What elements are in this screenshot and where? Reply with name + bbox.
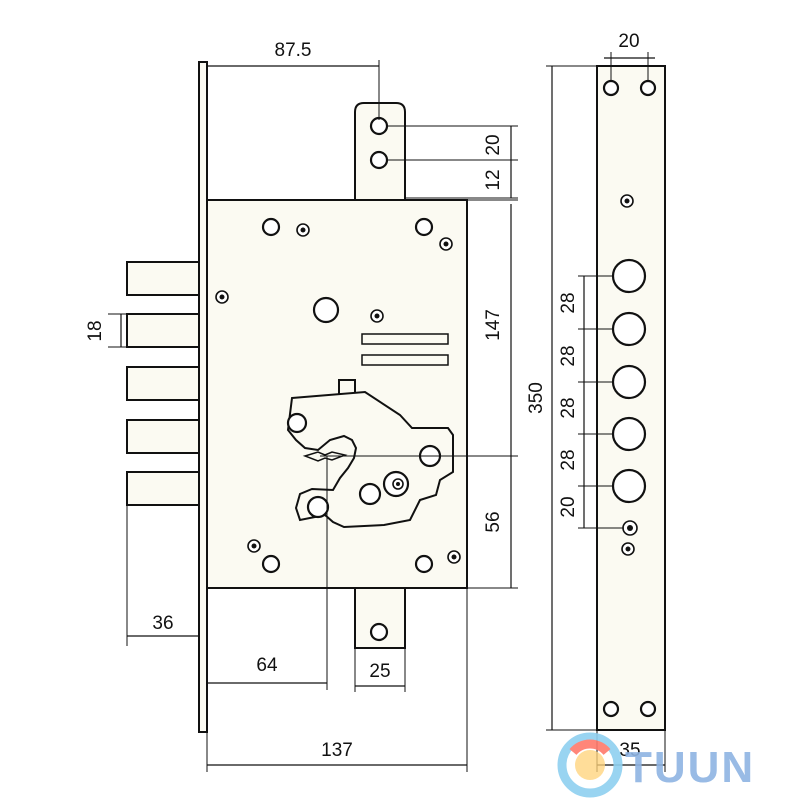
dim-147: 147 xyxy=(483,309,504,341)
top-rod-hole-1 xyxy=(369,116,389,136)
dim-56: 56 xyxy=(483,511,504,532)
strike-plate xyxy=(596,65,666,731)
deadbolt-4 xyxy=(126,419,200,454)
deadbolt-3 xyxy=(126,366,200,401)
logo-ring-icon xyxy=(557,732,623,798)
dim-18: 18 xyxy=(85,320,106,341)
dimension-labels: 87.5 20 12 18 147 56 350 28 28 28 28 20 … xyxy=(85,31,641,761)
tuun-watermark: TUUN xyxy=(557,732,755,798)
dim-35: 35 xyxy=(619,740,640,761)
dim-28-2: 28 xyxy=(558,345,579,366)
deadbolts xyxy=(126,261,200,506)
bottom-rod-connector xyxy=(354,587,406,649)
case-slots xyxy=(361,333,449,366)
lock-mechanism xyxy=(286,379,454,529)
dim-20-top-rod: 20 xyxy=(483,134,504,155)
bottom-rod-hole xyxy=(369,622,389,642)
dim-28-1: 28 xyxy=(558,292,579,313)
case-screws xyxy=(215,223,461,564)
dim-36: 36 xyxy=(152,613,173,634)
top-rod-hole-2 xyxy=(369,150,389,170)
dim-87-5: 87.5 xyxy=(275,40,312,61)
dimension-lines xyxy=(108,52,666,772)
dim-350: 350 xyxy=(526,382,547,414)
dim-20-strike: 20 xyxy=(558,496,579,517)
top-rod-connector xyxy=(354,102,406,201)
case-holes xyxy=(261,217,434,574)
dim-12: 12 xyxy=(483,169,504,190)
dim-137: 137 xyxy=(321,740,353,761)
faceplate xyxy=(198,61,208,733)
slot-lower xyxy=(361,354,449,366)
dim-28-4: 28 xyxy=(558,449,579,470)
watermark-text: TUUN xyxy=(625,743,755,792)
deadbolt-5 xyxy=(126,471,200,506)
dim-25: 25 xyxy=(369,661,390,682)
deadbolt-2 xyxy=(126,313,200,348)
dim-64: 64 xyxy=(256,655,278,676)
mechanism-pin xyxy=(338,379,356,395)
dim-28-3: 28 xyxy=(558,397,579,418)
dim-20-plate: 20 xyxy=(618,31,639,52)
deadbolt-1 xyxy=(126,261,200,296)
slot-upper xyxy=(361,333,449,345)
